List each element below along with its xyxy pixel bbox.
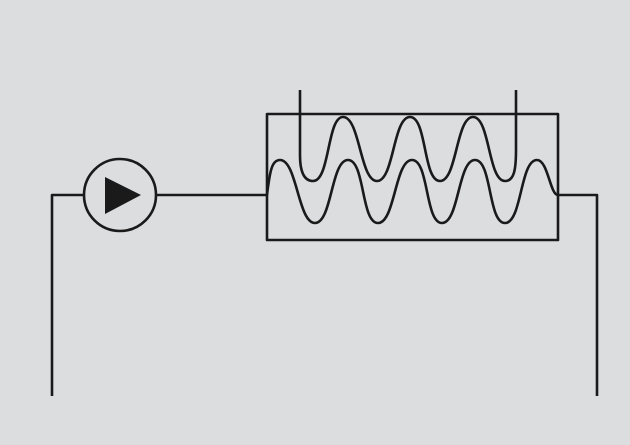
pipe-left <box>50 193 84 396</box>
pipe-right <box>558 193 599 396</box>
primary-coil <box>265 158 559 225</box>
heat-exchanger-box <box>265 112 560 242</box>
secondary-coil <box>298 90 518 183</box>
pump-icon <box>82 157 158 233</box>
pump-arrow-icon <box>105 177 141 214</box>
